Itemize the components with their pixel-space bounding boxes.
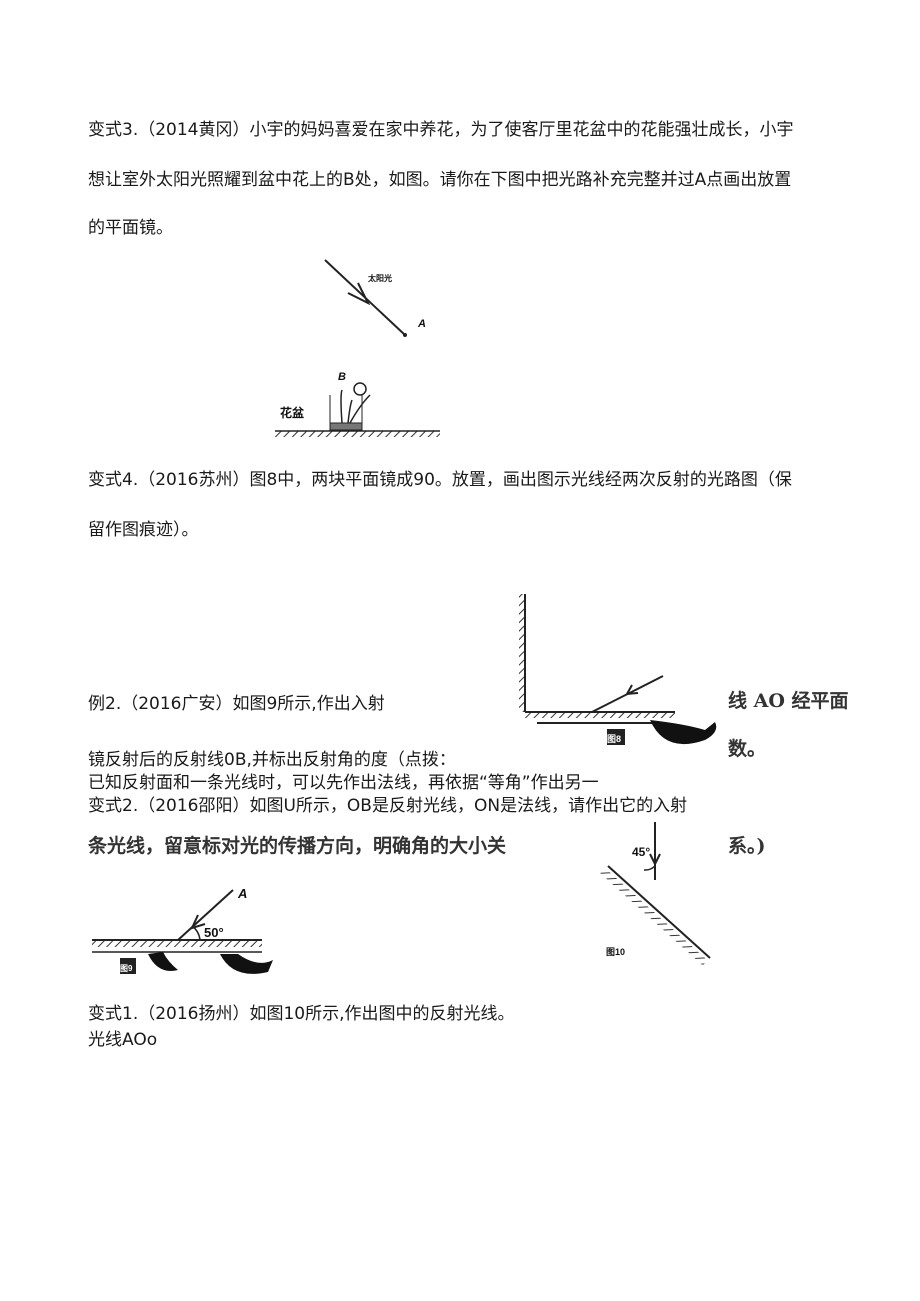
v3-line-3: 的平面镜。 [88,218,173,238]
arrow-icon [649,853,661,867]
ex2-figure: A 50° 图9 [92,886,273,974]
figure-caption: 图8 [607,734,621,744]
ex2-line-3: 已知反射面和一条光线时，可以先作出法线，再依据“等角”作出另一 [88,773,599,793]
pot-label: 花盆 [280,405,305,420]
figure-caption: 图9 [120,964,133,973]
v3-line-2: 想让室外太阳光照耀到盆中花上的B处，如图。请你在下图中把光路补充完整并过A点画出… [88,170,792,190]
point-a-label: A [417,318,426,330]
sunlight-label: 太阳光 [367,273,392,283]
ex2-line-2: 镜反射后的反射线0B,并标出反射角的度（点拨： [88,750,456,770]
angle-label: 45° [632,845,650,859]
ex2-right-1: 线 AO 经平面 [728,690,849,712]
point-a-label: A [237,886,247,901]
figure-caption-box [607,729,625,745]
v2-figure: 45° 图10 [600,822,711,966]
v3-line-1: 变式3.（2014黄冈）小宇的妈妈喜爱在家中养花，为了使客厅里花盆中的花能强壮成… [88,120,794,140]
v1-line-2: 光线AOo [88,1030,158,1050]
v3-figure: 太阳光 A B 花盆 [275,259,440,437]
v4-figure: 图8 [519,594,717,745]
arrow-icon [625,684,639,696]
arrow-icon [347,282,371,306]
ex2-right-4: 系。) [728,835,766,857]
ex2-line-1: 例2.（2016广安）如图9所示,作出入射 [88,694,385,714]
v4-line-2: 留作图痕迹）。 [88,520,199,540]
point-b-label: B [338,371,346,383]
ex2-right-2: 数。 [728,738,767,760]
ex2-line-4: 条光线，留意标对光的传播方向，明确角的大小关 [88,835,507,857]
arrow-icon [190,914,206,930]
v2-line-1: 变式2.（2016邵阳）如图U所示，OB是反射光线，ON是法线，请作出它的入射 [88,796,688,816]
v4-line-1: 变式4.（2016苏州）图8中，两块平面镜成90。放置，画出图示光线经两次反射的… [88,470,792,490]
figure-caption: 图10 [606,947,625,957]
v1-line-1: 变式1.（2016扬州）如图10所示,作出图中的反射光线。 [88,1004,515,1024]
angle-label: 50° [204,925,224,940]
